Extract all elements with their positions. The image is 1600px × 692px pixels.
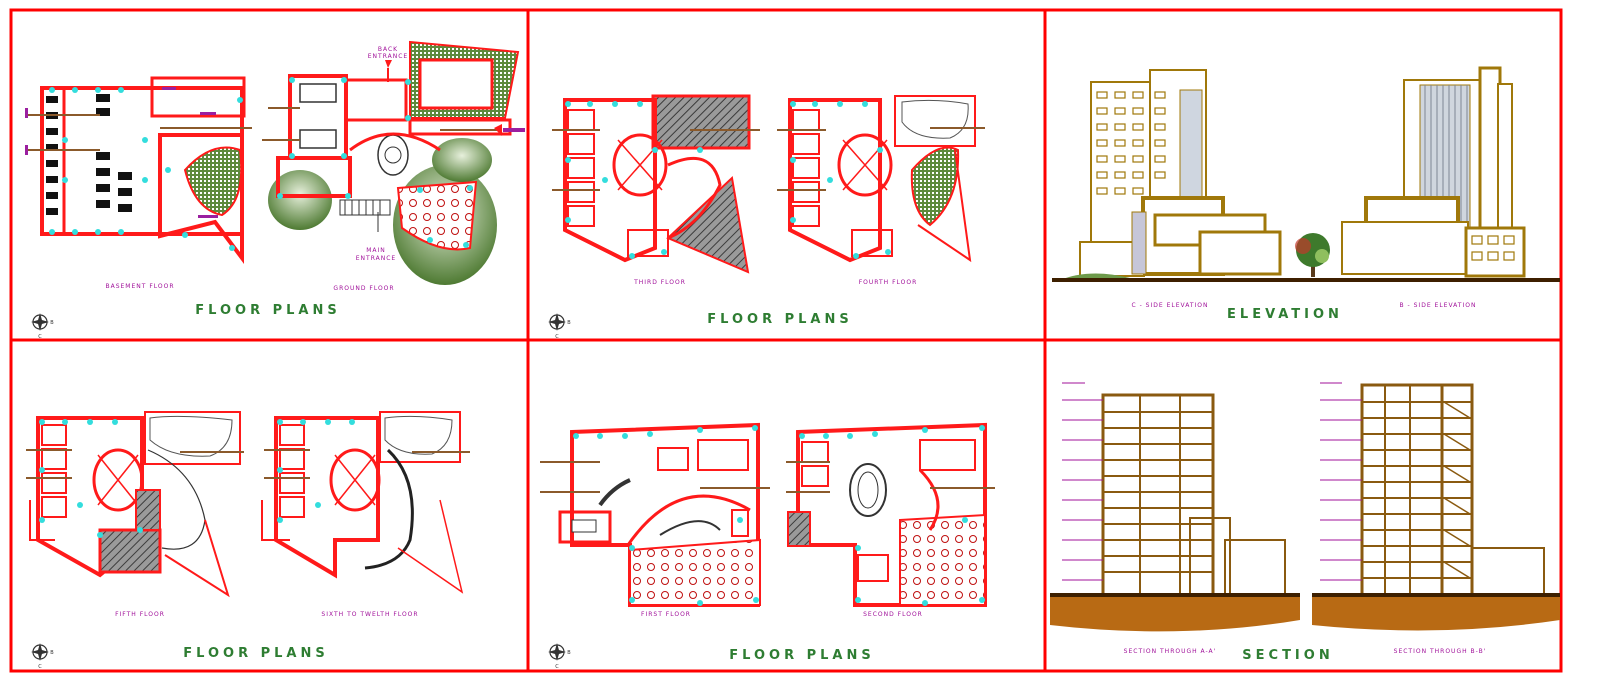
panel-title-floor-plans-1: FLOOR PLANS: [195, 303, 340, 318]
north-arrow-letter-b: B: [567, 650, 571, 656]
label-c-side-elevation: C - SIDE ELEVATION: [1132, 302, 1209, 309]
panel-title-floor-plans-2: FLOOR PLANS: [707, 312, 852, 327]
panel-first-second: FIRST FLOOR SECOND FLOOR FLOOR PLANS C B: [540, 422, 995, 670]
section-b-b: [1312, 382, 1560, 631]
panel-title-floor-plans-4: FLOOR PLANS: [729, 648, 874, 663]
plan-fourth-floor: [777, 95, 985, 263]
panel-section: SECTION THROUGH A-A' SECTION THROUGH B-B…: [1050, 382, 1560, 663]
north-arrow-letter-c: C: [38, 664, 42, 670]
north-arrow-letter-c: C: [555, 334, 559, 340]
note-back-entrance-line2: ENTRANCE: [368, 53, 408, 60]
elevation-tree: [1295, 233, 1330, 277]
plan-sixth-to-twelfth-floor: [261, 411, 470, 594]
plan-third-floor: [552, 94, 760, 274]
panel-title-floor-plans-3: FLOOR PLANS: [183, 646, 328, 661]
panel-basement-ground: BACK ENTRANCE MAIN ENTRANCE BASEMENT FLO…: [25, 40, 525, 340]
plan-fifth-floor: [26, 411, 244, 598]
label-first-floor: FIRST FLOOR: [641, 611, 691, 618]
label-b-side-elevation: B - SIDE ELEVATION: [1400, 302, 1477, 309]
label-basement-floor: BASEMENT FLOOR: [105, 283, 174, 290]
panel-title-elevation: ELEVATION: [1227, 307, 1343, 322]
label-section-b-b: SECTION THROUGH B-B': [1394, 648, 1487, 655]
plan-ground: [262, 40, 525, 285]
north-arrow-icon: C B: [31, 313, 54, 340]
north-arrow-letter-c: C: [38, 334, 42, 340]
north-arrow-letter-c: C: [555, 664, 559, 670]
plan-basement: [25, 76, 252, 264]
note-main-entrance-line1: MAIN: [366, 247, 386, 254]
panel-fifth-sixth: FIFTH FLOOR SIXTH TO TWELTH FLOOR FLOOR …: [26, 411, 470, 670]
label-section-a-a: SECTION THROUGH A-A': [1124, 648, 1217, 655]
north-arrow-icon: C B: [548, 643, 571, 670]
panel-third-fourth: THIRD FLOOR FOURTH FLOOR FLOOR PLANS C B: [548, 94, 985, 340]
note-back-entrance-line1: BACK: [378, 46, 398, 53]
north-arrow-letter-b: B: [567, 320, 571, 326]
plan-second-floor: [786, 422, 995, 607]
panel-title-section: SECTION: [1242, 648, 1333, 663]
north-arrow-icon: C B: [31, 643, 54, 670]
north-arrow-letter-b: B: [50, 650, 54, 656]
elevation-c-side: [1060, 69, 1282, 280]
label-third-floor: THIRD FLOOR: [633, 279, 686, 286]
panel-elevation: C - SIDE ELEVATION B - SIDE ELEVATION EL…: [1052, 66, 1560, 322]
elevation-b-side: [1341, 66, 1526, 278]
elevation-ground-line: [1052, 278, 1560, 282]
label-ground-floor: GROUND FLOOR: [333, 285, 394, 292]
north-arrow-letter-b: B: [50, 320, 54, 326]
note-main-entrance-line2: ENTRANCE: [356, 255, 396, 262]
label-second-floor: SECOND FLOOR: [863, 611, 923, 618]
plan-first-floor: [540, 422, 770, 607]
north-arrow-icon: C B: [548, 313, 571, 340]
section-a-a: [1050, 382, 1300, 632]
label-sixth-to-twelth-floor: SIXTH TO TWELTH FLOOR: [321, 611, 418, 618]
label-fourth-floor: FOURTH FLOOR: [859, 279, 918, 286]
label-fifth-floor: FIFTH FLOOR: [115, 611, 165, 618]
